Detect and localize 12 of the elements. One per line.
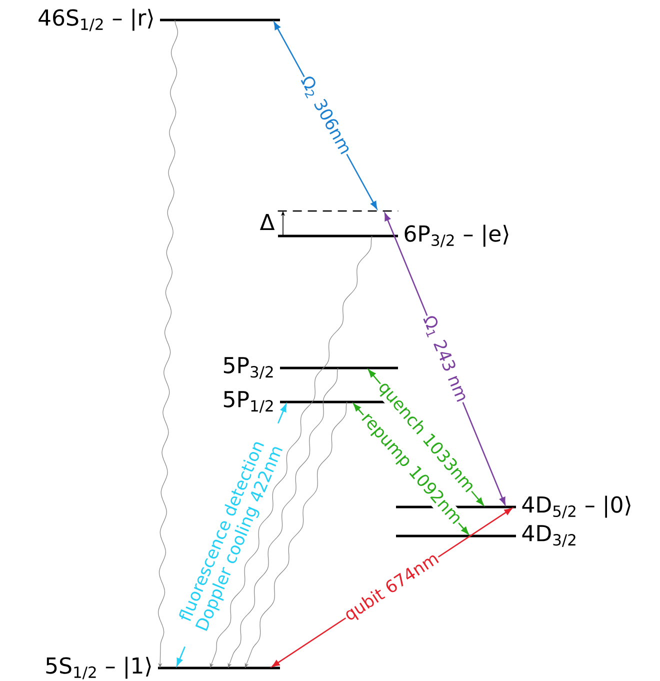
level-label: 5P$_{3/2}$ xyxy=(224,357,273,379)
level-label: 46S$_{1/2}$ – |r⟩ xyxy=(38,8,153,32)
level-label: 5P$_{1/2}$ xyxy=(224,391,273,413)
decay-arrow xyxy=(228,368,338,668)
level-label: 5S$_{1/2}$ – |1⟩ xyxy=(46,656,151,680)
edge-label: Δ xyxy=(260,214,275,230)
level-label: 4D$_{5/2}$ – |0⟩ xyxy=(522,496,630,518)
decay-arrow xyxy=(244,402,348,668)
level-label: 6P$_{3/2}$ – |e⟩ xyxy=(404,224,508,248)
decay-arrow xyxy=(210,236,372,668)
edge-label: Ω$_{1}$ 243 nm xyxy=(419,312,471,406)
level-label: 4D$_{3/2}$ xyxy=(522,525,576,547)
